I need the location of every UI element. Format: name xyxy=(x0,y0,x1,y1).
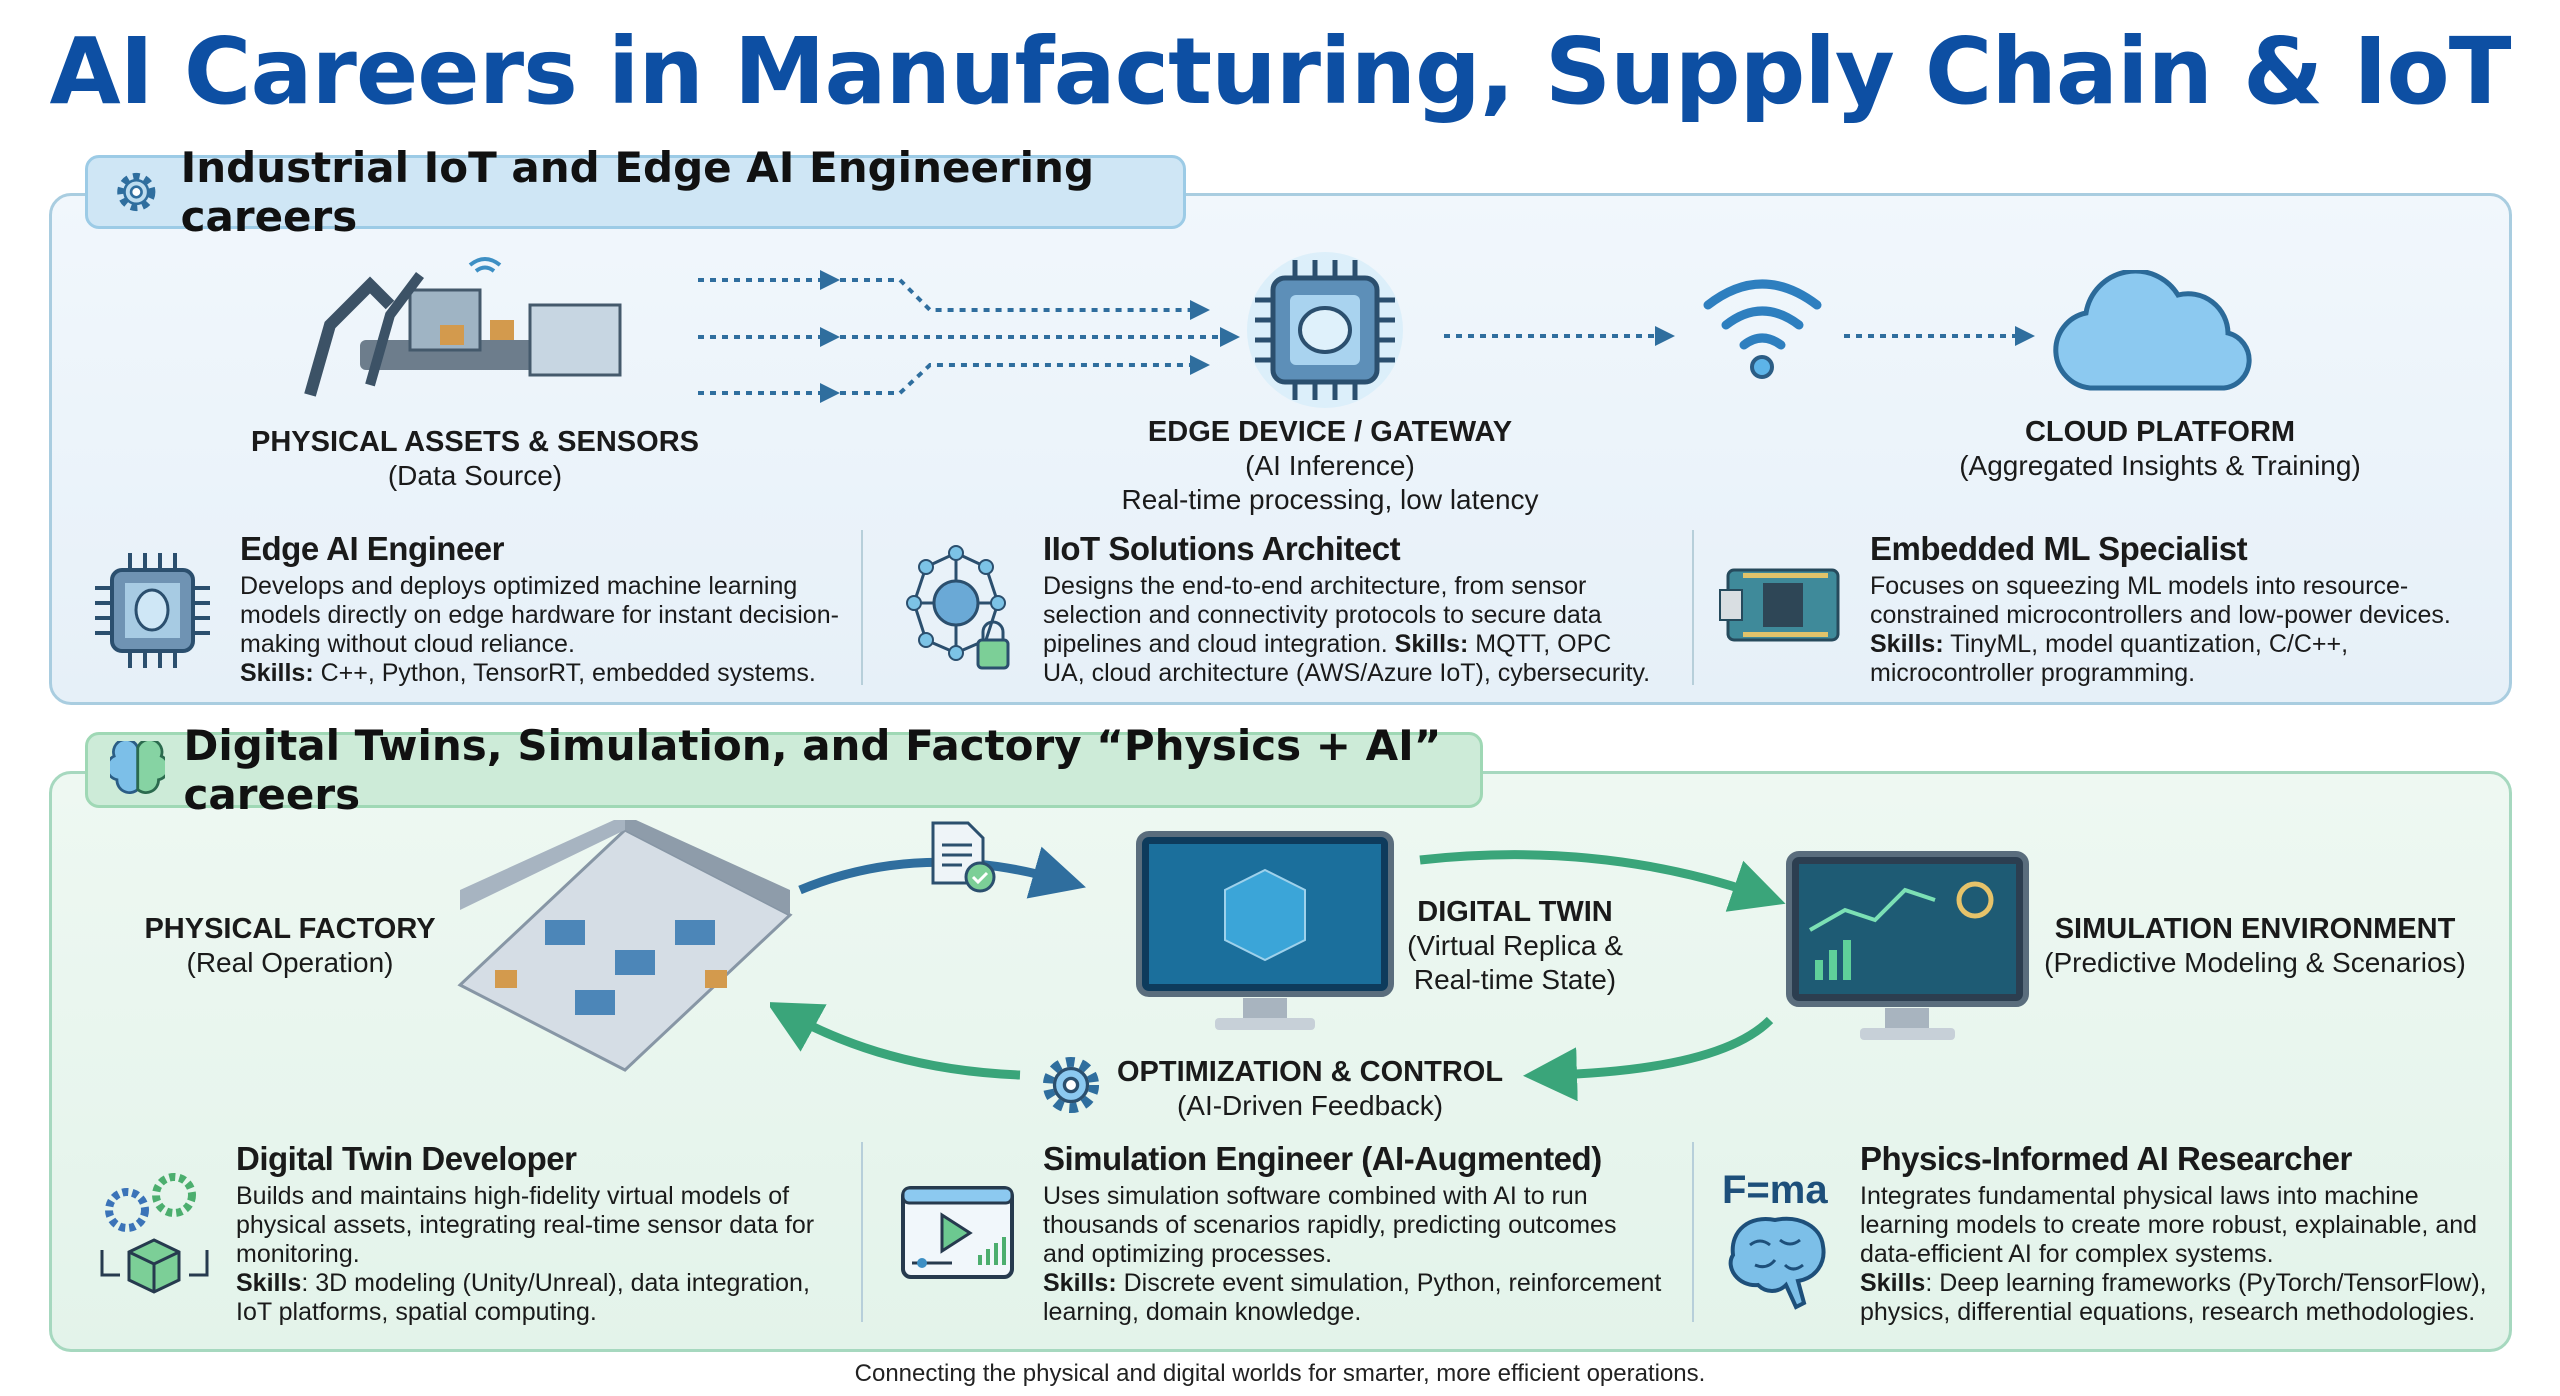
formula-label: F=ma xyxy=(1722,1168,1828,1212)
microcontroller-board-icon xyxy=(1719,568,1840,642)
section-heading: Industrial IoT and Edge AI Engineering c… xyxy=(180,143,1095,241)
gear-icon xyxy=(1042,1056,1100,1114)
simulation-monitor-icon xyxy=(1786,851,2029,1040)
divider xyxy=(1692,1142,1694,1322)
flow-physical-factory: PHYSICAL FACTORY(Real Operation) xyxy=(144,913,436,978)
gear-icon xyxy=(117,172,156,212)
data-flow-arrows xyxy=(698,270,1240,403)
digital-twin-section-header: Digital Twins, Simulation, and Factory “… xyxy=(85,721,1483,819)
network-globe-lock-icon xyxy=(906,545,1010,670)
flow-digital-twin: DIGITAL TWIN(Virtual Replica &Real-time … xyxy=(1407,896,1623,995)
footer-tagline: Connecting the physical and digital worl… xyxy=(854,1360,1706,1387)
flow-optimization-control: OPTIMIZATION & CONTROL(AI-Driven Feedbac… xyxy=(1116,1056,1504,1121)
feedback-cycle-arrows xyxy=(770,846,1786,1102)
page-title: AI Careers in Manufacturing, Supply Chai… xyxy=(49,18,2511,125)
simulation-play-icon xyxy=(901,1186,1014,1279)
cloud-icon xyxy=(2053,270,2252,391)
section-heading: Digital Twins, Simulation, and Factory “… xyxy=(183,721,1442,819)
divider xyxy=(861,1142,863,1322)
flow-arrow-right xyxy=(1844,326,2035,346)
flow-physical-assets: PHYSICAL ASSETS & SENSORS(Data Source) xyxy=(251,426,699,491)
brain-icon xyxy=(1728,1216,1826,1310)
ai-chip-icon xyxy=(1247,252,1403,408)
brain-icon xyxy=(110,741,166,794)
divider xyxy=(1692,530,1694,685)
factory-floor-icon xyxy=(457,820,793,1072)
career-simulation-engineer: Simulation Engineer (AI-Augmented)Uses s… xyxy=(1043,1140,1662,1326)
divider xyxy=(861,530,863,685)
digital-twin-monitor-icon xyxy=(1136,831,1394,1030)
document-check-icon xyxy=(931,821,996,893)
factory-robots-icon xyxy=(304,257,622,397)
gears-cube-icon xyxy=(100,1173,209,1294)
flow-cloud-platform: CLOUD PLATFORM(Aggregated Insights & Tra… xyxy=(1959,416,2361,481)
flow-edge-device: EDGE DEVICE / GATEWAY(AI Inference)Real-… xyxy=(1121,416,1539,515)
wifi-icon xyxy=(1703,279,1822,379)
iiot-section-header: Industrial IoT and Edge AI Engineering c… xyxy=(85,143,1186,241)
flow-arrow-right xyxy=(1444,326,1675,346)
ai-chip-icon xyxy=(95,553,210,668)
flow-simulation-environment: SIMULATION ENVIRONMENT(Predictive Modeli… xyxy=(2044,913,2466,978)
